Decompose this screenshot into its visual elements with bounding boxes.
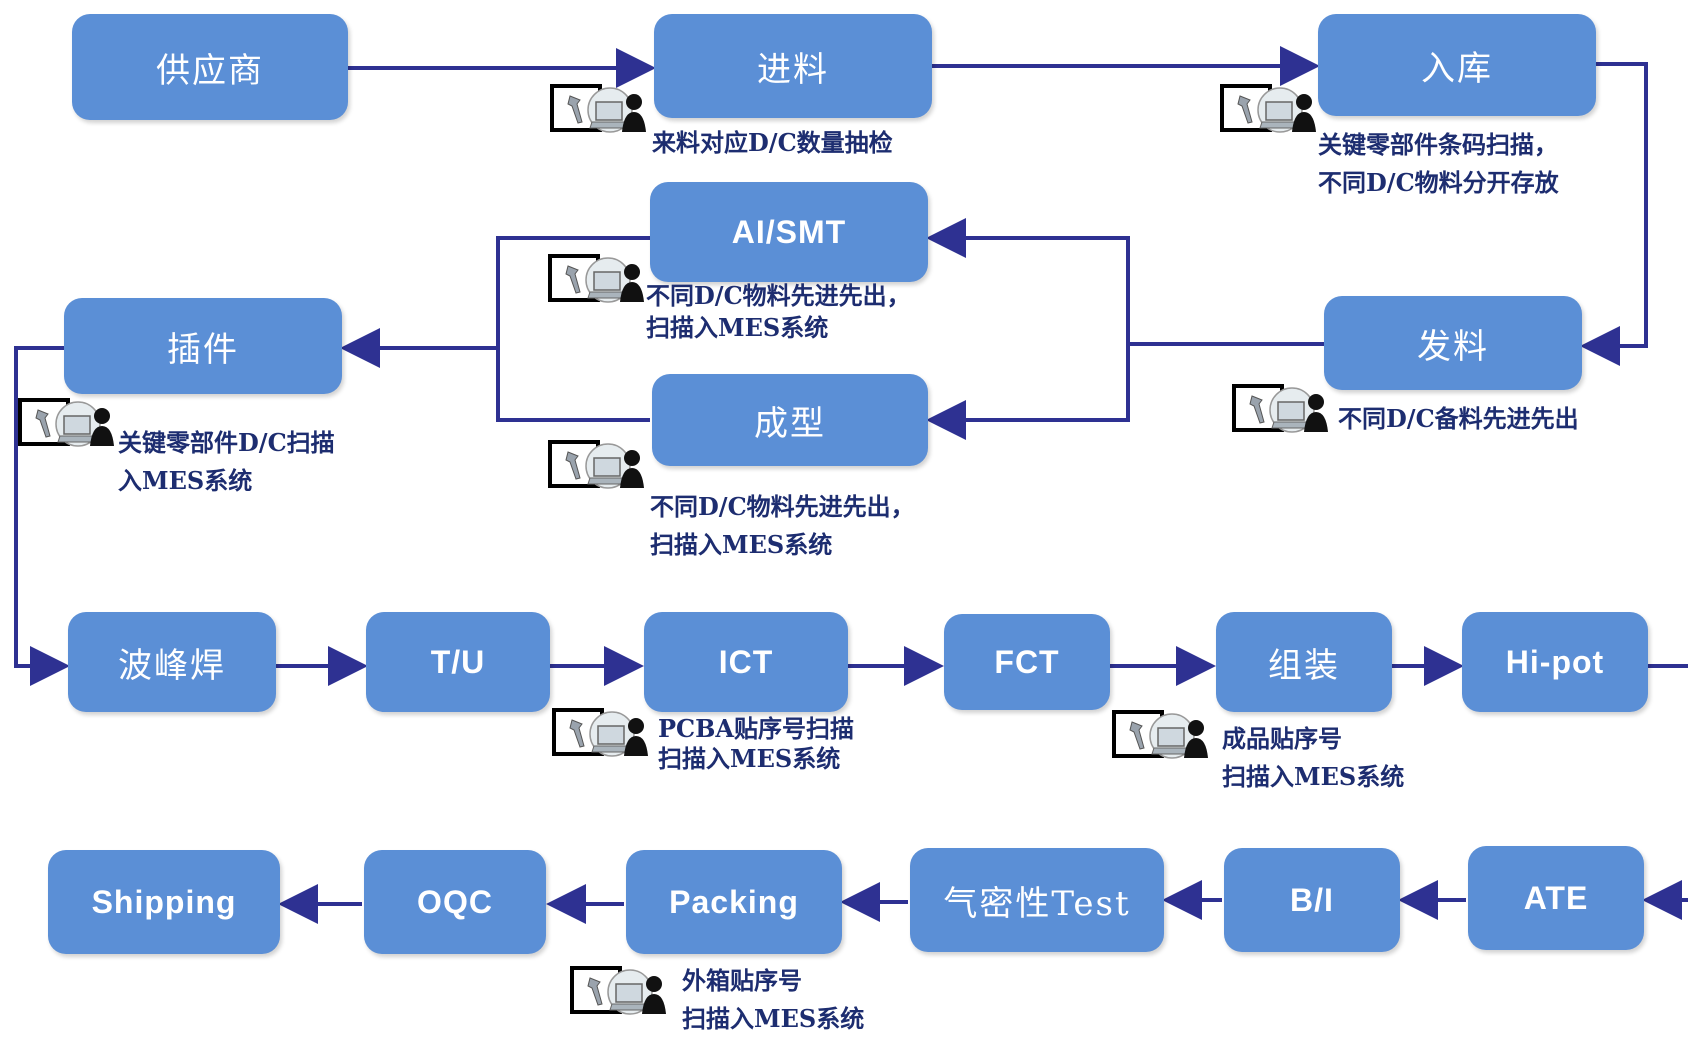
scanner-computer-user-icon: [18, 394, 114, 450]
node-label: 供应商: [156, 50, 264, 91]
node-issue: 发料: [1324, 296, 1582, 390]
scanner-computer-user-icon: [1220, 80, 1316, 136]
node-label: 组装: [1268, 645, 1340, 686]
node-assembly: 组装: [1216, 612, 1392, 712]
node-label: 气密性Test: [943, 883, 1131, 924]
node-label: AI/SMT: [731, 213, 847, 250]
node-label: Shipping: [91, 883, 237, 920]
node-ai-smt: AI/SMT: [650, 182, 928, 282]
node-supplier: 供应商: [72, 14, 348, 120]
node-label: ATE: [1523, 879, 1589, 916]
arrow-insertion-wave: [14, 346, 70, 686]
note-line: PCBA贴序号扫描: [658, 714, 855, 743]
note-line: 不同D/C物料先进先出，: [646, 281, 911, 310]
node-ate: ATE: [1468, 846, 1644, 950]
note-line: 成品贴序号: [1222, 724, 1342, 753]
note-warehouse-in: 关键零部件条码扫描， 不同D/C物料分开存放: [1318, 126, 1559, 202]
note-ict: PCBA贴序号扫描 扫描入MES系统: [658, 714, 854, 774]
node-incoming: 进料: [654, 14, 932, 118]
node-ict: ICT: [644, 612, 848, 712]
note-insertion: 关键零部件D/C扫描 入MES系统: [118, 424, 335, 500]
node-shipping: Shipping: [48, 850, 280, 954]
scanner-computer-user-icon: [1112, 706, 1208, 762]
node-wave-solder: 波峰焊: [68, 612, 276, 712]
arrow-warehouse-issue: [1580, 62, 1648, 366]
note-line: 不同D/C物料先进先出，: [650, 492, 915, 521]
note-line: 不同D/C物料分开存放: [1318, 168, 1559, 197]
note-incoming: 来料对应D/C数量抽检: [652, 124, 893, 162]
arrow-branch-forming: [926, 344, 1130, 440]
note-forming: 不同D/C物料先进先出， 扫描入MES系统: [650, 488, 915, 564]
node-label: OQC: [417, 883, 493, 920]
note-line: 关键零部件条码扫描，: [1318, 130, 1558, 159]
node-label: 进料: [757, 49, 829, 90]
scanner-computer-user-icon: [548, 250, 644, 306]
node-tu: T/U: [366, 612, 550, 712]
node-label: Packing: [669, 883, 799, 920]
node-label: 发料: [1417, 326, 1489, 367]
node-label: FCT: [994, 643, 1060, 680]
note-line: 来料对应D/C数量抽检: [652, 128, 893, 157]
node-label: 插件: [167, 329, 239, 370]
note-packing: 外箱贴序号 扫描入MES系统: [682, 962, 864, 1038]
note-issue: 不同D/C备料先进先出: [1338, 400, 1579, 438]
scanner-computer-user-icon: [1232, 380, 1328, 436]
node-airtight-test: 气密性Test: [910, 848, 1164, 952]
node-warehouse-in: 入库: [1318, 14, 1596, 116]
note-line: 扫描入MES系统: [650, 530, 833, 559]
note-line: 不同D/C备料先进先出: [1338, 404, 1579, 433]
node-label: 入库: [1421, 48, 1493, 89]
node-label: 波峰焊: [118, 645, 226, 686]
node-label: T/U: [430, 643, 486, 680]
node-label: Hi-pot: [1505, 643, 1605, 680]
note-ai-smt: 不同D/C物料先进先出， 扫描入MES系统: [646, 280, 911, 344]
note-line: 关键零部件D/C扫描: [118, 428, 335, 457]
node-packing: Packing: [626, 850, 842, 954]
note-line: 扫描入MES系统: [658, 744, 841, 773]
scanner-computer-user-icon: [552, 704, 648, 760]
scanner-computer-user-icon: [570, 962, 666, 1018]
note-line: 扫描入MES系统: [1222, 762, 1405, 791]
arrow-branch-aismt: [926, 218, 1130, 420]
node-insertion: 插件: [64, 298, 342, 394]
node-bi: B/I: [1224, 848, 1400, 952]
note-line: 扫描入MES系统: [646, 313, 829, 342]
arrow-aismt-merge: [496, 236, 650, 422]
note-line: 外箱贴序号: [682, 966, 802, 995]
note-assembly: 成品贴序号 扫描入MES系统: [1222, 720, 1404, 796]
node-forming: 成型: [652, 374, 928, 466]
note-line: 扫描入MES系统: [682, 1004, 865, 1033]
node-hipot: Hi-pot: [1462, 612, 1648, 712]
node-label: 成型: [754, 403, 826, 444]
node-label: B/I: [1290, 881, 1334, 918]
note-line: 入MES系统: [118, 466, 253, 495]
node-fct: FCT: [944, 614, 1110, 710]
node-label: ICT: [718, 643, 774, 680]
node-oqc: OQC: [364, 850, 546, 954]
scanner-computer-user-icon: [548, 436, 644, 492]
scanner-computer-user-icon: [550, 80, 646, 136]
